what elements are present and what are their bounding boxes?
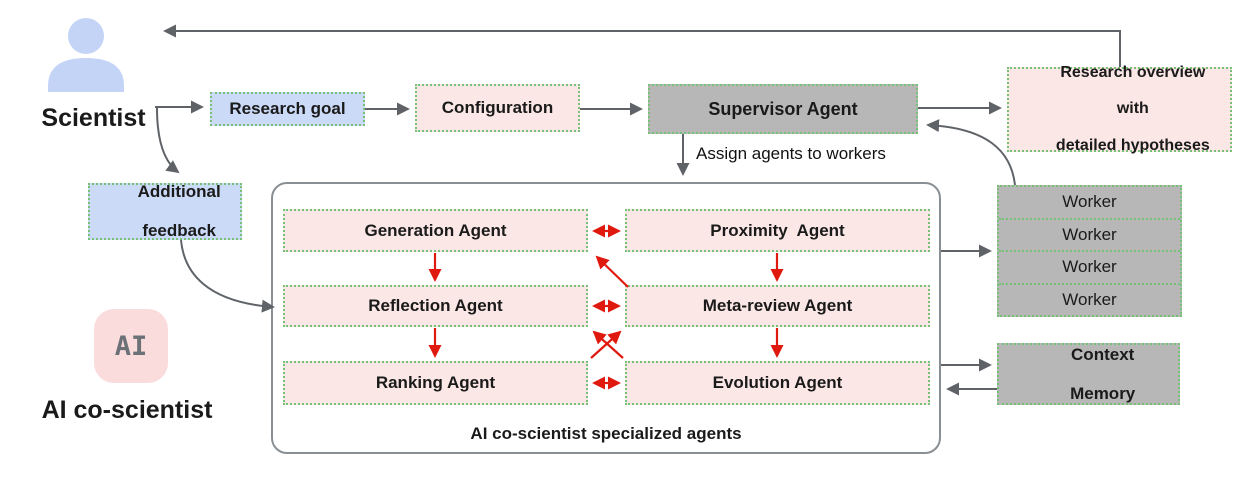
workers-stack: Worker Worker Worker Worker [997,185,1182,317]
assign-agents-label: Assign agents to workers [696,144,886,163]
evolution-agent-node: Evolution Agent [625,361,930,405]
context-memory-line2: Memory [1070,383,1136,403]
agents-container-caption: AI co-scientist specialized agents [470,424,742,443]
additional-feedback-line1: Additional [137,182,221,202]
research-overview-line3: detailed hypotheses [1055,137,1210,155]
research-goal-label: Research goal [229,99,346,119]
ai-icon: AI [94,309,168,383]
meta-review-agent-node: Meta-review Agent [625,285,930,327]
arrow-overview-to-scientist [163,24,1121,67]
worker-row: Worker [999,282,1180,316]
research-goal-node: Research goal [210,92,365,126]
generation-agent-label: Generation Agent [364,220,507,240]
configuration-node: Configuration [415,84,580,132]
scientist-label: Scientist [41,104,146,132]
additional-feedback-label: Additional feedback [109,163,221,261]
context-memory-node: Context Memory [997,343,1180,405]
research-overview-node: Research overview with detailed hypothes… [1007,64,1232,154]
worker-row: Worker [999,250,1180,283]
worker-label-3: Worker [1062,257,1117,277]
worker-row: Worker [999,217,1180,251]
context-memory-line1: Context [1071,344,1135,364]
configuration-label: Configuration [441,98,554,118]
ai-co-scientist-label: AI co-scientist [41,396,213,424]
research-overview-line1: Research overview [1060,63,1206,81]
worker-label-4: Worker [1062,289,1117,309]
supervisor-agent-label: Supervisor Agent [708,98,858,119]
proximity-agent-label: Proximity Agent [710,220,845,240]
context-memory-label: Context Memory [1042,325,1136,423]
research-overview-label: Research overview with detailed hypothes… [1029,45,1210,174]
additional-feedback-line2: feedback [142,221,217,241]
ranking-agent-label: Ranking Agent [375,373,496,393]
worker-label-2: Worker [1062,224,1117,244]
ai-icon-text: AI [114,330,148,362]
reflection-agent-node: Reflection Agent [283,285,588,327]
proximity-agent-node: Proximity Agent [625,209,930,252]
supervisor-agent-node: Supervisor Agent [648,84,918,134]
research-overview-line2: with [1116,100,1149,118]
additional-feedback-node: Additional feedback [88,182,242,240]
ranking-agent-node: Ranking Agent [283,361,588,405]
scientist-person-icon [48,18,124,92]
generation-agent-node: Generation Agent [283,209,588,252]
worker-row: Worker [999,187,1180,218]
reflection-agent-label: Reflection Agent [368,296,503,316]
meta-review-agent-label: Meta-review Agent [702,296,853,316]
evolution-agent-label: Evolution Agent [712,373,843,393]
arrow-workers-to-supervisor [926,119,1016,186]
worker-label-1: Worker [1062,192,1117,212]
